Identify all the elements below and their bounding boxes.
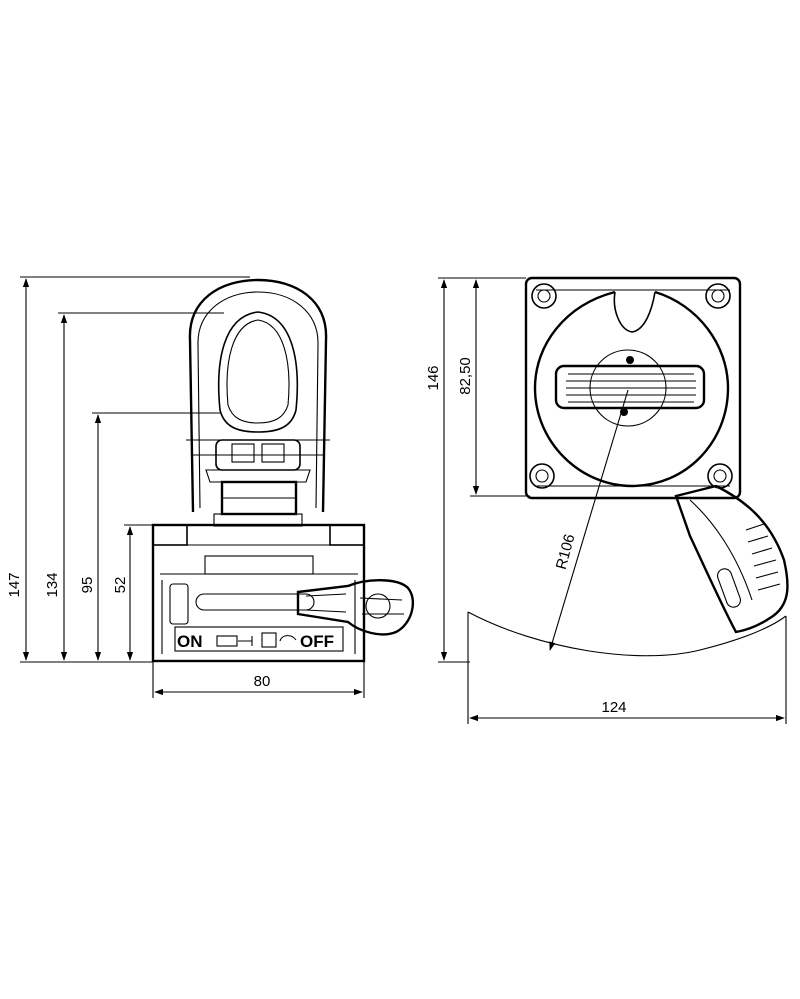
dim-text-8250: 82,50 <box>457 357 474 395</box>
screw-top-right <box>705 283 731 309</box>
housing <box>524 276 742 500</box>
magnet-body <box>151 523 415 663</box>
dim-text-80: 80 <box>254 673 271 690</box>
dim-text-52: 52 <box>112 577 129 594</box>
off-label: OFF <box>300 632 334 651</box>
front-view: ON OFF 147 134 95 <box>6 276 415 698</box>
screw-bottom-left <box>529 463 555 489</box>
switch-label-strip: ON OFF <box>174 626 344 652</box>
screw-bottom-right <box>707 463 733 489</box>
dim-text-r106: R106 <box>553 532 579 571</box>
side-handle <box>674 484 789 634</box>
dim-text-95: 95 <box>79 577 96 594</box>
lifting-eye <box>186 278 330 527</box>
dim-height-146: 146 <box>425 277 526 663</box>
dim-height-95: 95 <box>79 412 220 661</box>
dim-text-147: 147 <box>6 572 23 597</box>
screw-top-left <box>531 283 557 309</box>
dim-text-124: 124 <box>601 699 626 716</box>
dim-height-147: 147 <box>6 276 250 663</box>
dim-text-134: 134 <box>44 572 61 597</box>
rotary-knob <box>554 356 706 416</box>
dim-width-80: 80 <box>152 662 365 698</box>
radius-arc: R106 <box>467 389 787 657</box>
on-label: ON <box>177 632 203 651</box>
dim-width-124: 124 <box>467 612 787 724</box>
dim-text-146: 146 <box>425 365 442 390</box>
dim-height-52: 52 <box>112 524 153 661</box>
dim-height-8250: 82,50 <box>457 279 530 497</box>
side-view: R106 146 82,50 124 <box>425 276 789 724</box>
dim-height-134: 134 <box>44 312 224 661</box>
